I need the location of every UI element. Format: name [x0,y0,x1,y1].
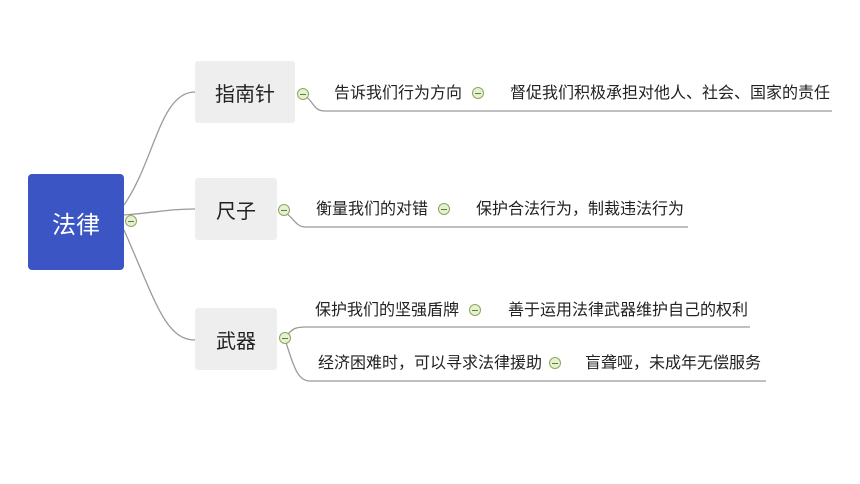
topic-weapon-collapse-icon[interactable] [279,332,291,344]
leaf-ruler-2[interactable]: 保护合法行为，制裁违法行为 [476,199,685,218]
topic-ruler[interactable]: 尺子 [195,178,277,240]
leaf-weapon-4[interactable]: 盲聋哑，未成年无偿服务 [585,353,762,372]
connector-root-to-topic-1 [123,91,196,206]
leaf-weapon-3-collapse-icon[interactable] [549,357,561,369]
topic-compass-collapse-icon[interactable] [297,88,309,100]
leaf-compass-2[interactable]: 督促我们积极承担对他人、社会、国家的责任 [510,83,831,102]
leaf-ruler-1[interactable]: 衡量我们的对错 [316,199,429,218]
leaf-compass-1[interactable]: 告诉我们行为方向 [334,83,463,102]
root-label: 法律 [52,210,100,239]
topic-ruler-collapse-icon[interactable] [278,204,290,216]
topic-compass[interactable]: 指南针 [195,61,295,123]
leaf-ruler-1-collapse-icon[interactable] [438,203,450,215]
root-node[interactable]: 法律 [28,174,124,270]
connector-root-to-topic-3 [123,229,196,341]
leaf-compass-1-collapse-icon[interactable] [472,87,484,99]
leaf-weapon-1-collapse-icon[interactable] [469,304,481,316]
connector-topic-3-row-1 [284,326,750,339]
leaf-weapon-1[interactable]: 保护我们的坚强盾牌 [315,300,460,319]
topic-compass-label: 指南针 [215,81,275,106]
topic-ruler-label: 尺子 [216,198,256,223]
connector-topic-3-row-2 [284,339,766,382]
leaf-weapon-2[interactable]: 善于运用法律武器维护自己的权利 [508,300,749,319]
root-collapse-icon[interactable] [125,215,137,227]
topic-weapon-label: 武器 [216,328,256,353]
connector-root-to-topic-2 [123,208,196,216]
leaf-weapon-3[interactable]: 经济困难时，可以寻求法律援助 [318,353,543,372]
topic-weapon[interactable]: 武器 [195,308,277,370]
